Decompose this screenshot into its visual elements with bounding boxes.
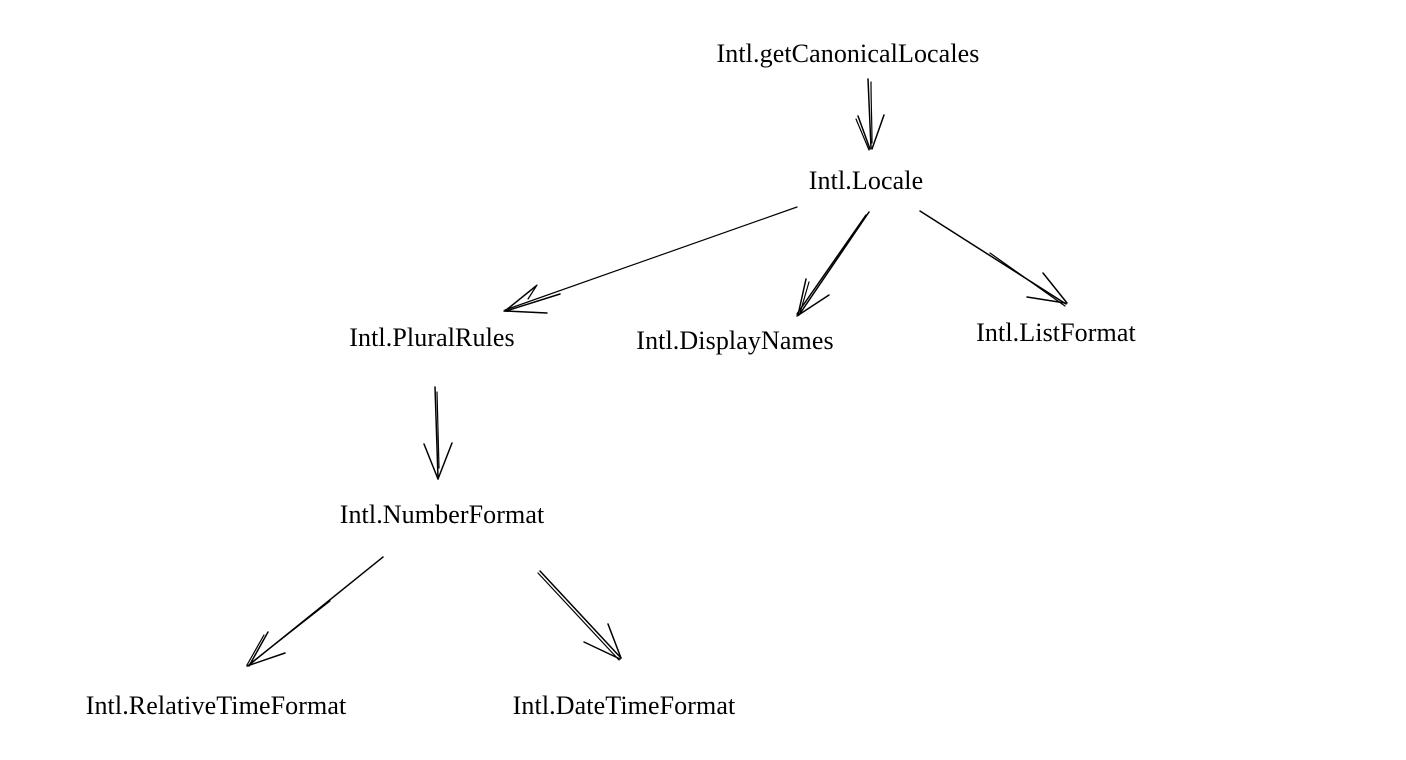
arrow-getcanonicallocales-to-locale [855,78,885,151]
node-date-time-format: Intl.DateTimeFormat [512,691,736,721]
arrow-numberformat-to-datetimeformat [537,570,622,661]
arrow-numberformat-to-relativetimeformat [246,556,384,667]
arrow-locale-to-pluralrules [503,206,798,314]
node-locale: Intl.Locale [808,166,924,196]
node-plural-rules: Intl.PluralRules [349,323,515,353]
node-relative-time-format: Intl.RelativeTimeFormat [85,691,347,721]
node-list-format: Intl.ListFormat [976,318,1136,348]
arrow-locale-to-listformat [919,210,1068,307]
node-number-format: Intl.NumberFormat [339,500,545,530]
arrow-locale-to-displaynames [796,211,870,317]
arrow-pluralrules-to-numberformat [423,386,453,480]
node-get-canonical-locales: Intl.getCanonicalLocales [716,39,980,69]
node-display-names: Intl.DisplayNames [636,326,834,356]
